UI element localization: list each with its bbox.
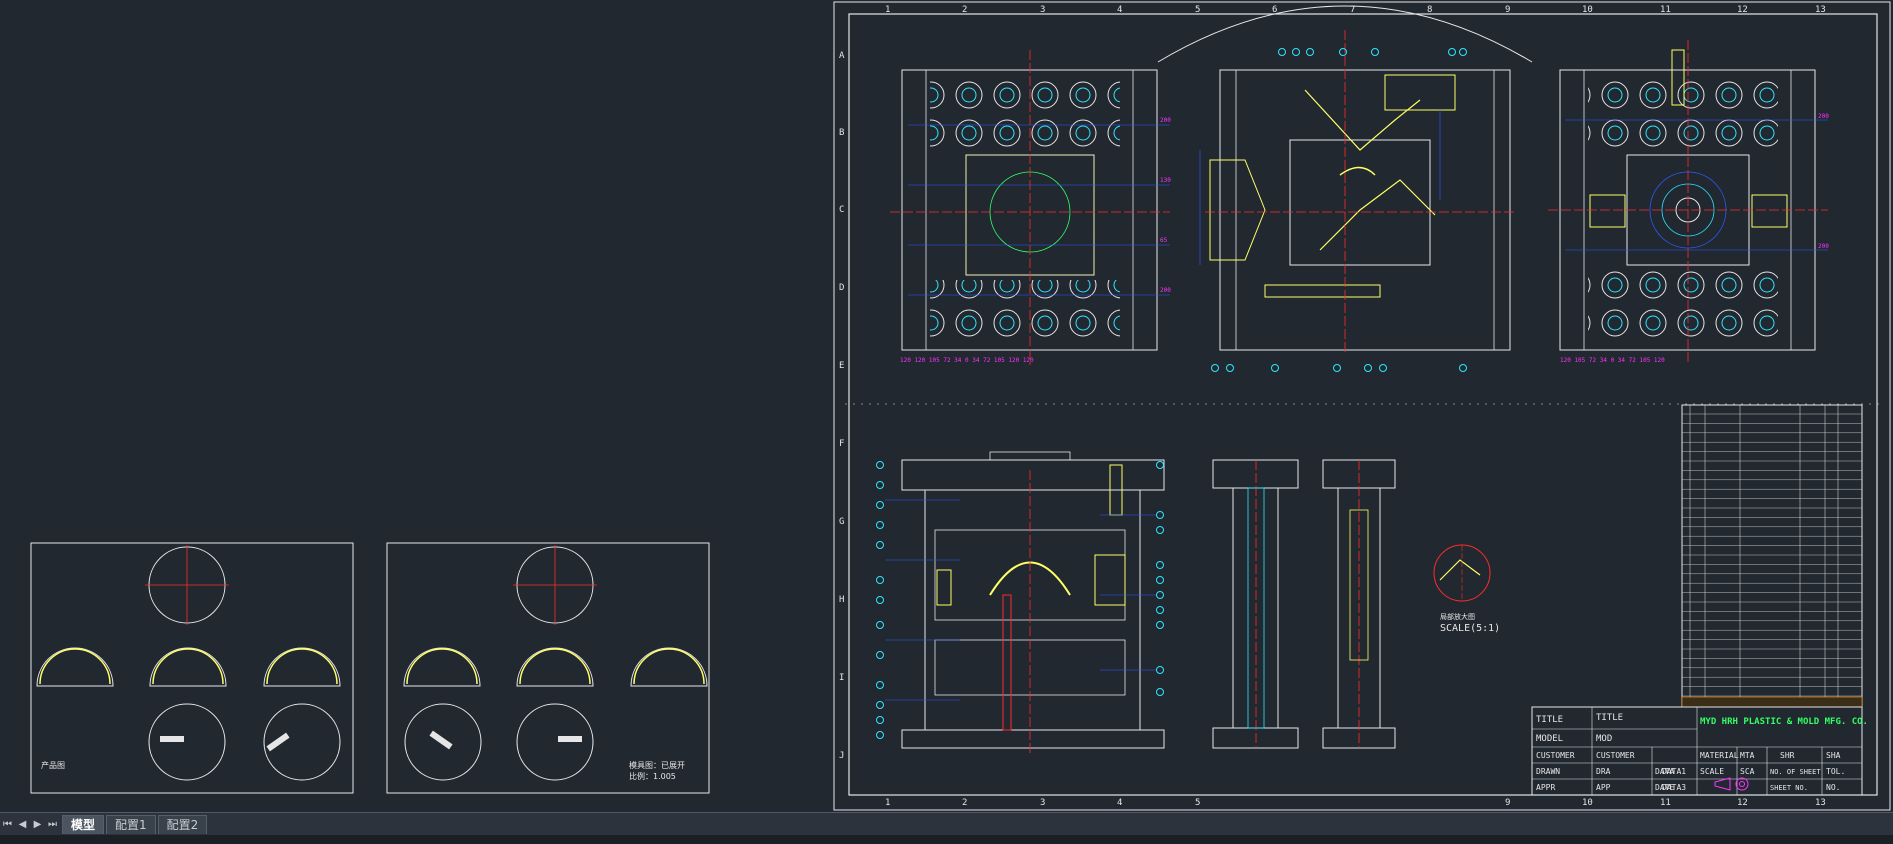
scale-label: SCALE: [1700, 767, 1724, 776]
svg-text:130: 130: [1160, 177, 1171, 184]
svg-text:4: 4: [1117, 798, 1122, 808]
detail-label: 局部放大图: [1440, 612, 1475, 621]
layout-tab-bar: ⏮ ◀ ▶ ⏭ 模型 配置1 配置2: [0, 812, 1893, 835]
svg-text:3: 3: [1040, 5, 1045, 15]
approved-label: APPR: [1536, 783, 1555, 792]
svg-text:1: 1: [885, 798, 890, 808]
svg-text:E: E: [839, 361, 844, 371]
preview-right-label: 模具图：已展开: [629, 760, 685, 770]
shrink-label: SHR: [1780, 751, 1795, 760]
svg-text:65: 65: [1160, 237, 1168, 244]
tol-value: TOL.: [1826, 767, 1845, 776]
tab-layout1[interactable]: 配置1: [106, 814, 156, 834]
mold-section-view[interactable]: [1199, 30, 1515, 372]
sheet-no-label: SHEET NO.: [1770, 784, 1808, 792]
date2-value: DATA3: [1662, 783, 1686, 792]
svg-text:9: 9: [1505, 798, 1510, 808]
svg-text:5: 5: [1195, 5, 1200, 15]
last-layout-icon[interactable]: ⏭: [48, 818, 57, 830]
customer-label: CUSTOMER: [1536, 751, 1575, 760]
svg-text:10: 10: [1582, 798, 1593, 808]
svg-text:D: D: [839, 283, 844, 293]
svg-text:200: 200: [1818, 243, 1829, 250]
svg-text:12: 12: [1737, 798, 1748, 808]
border-row-labels: A B C D E F G H I J: [839, 51, 845, 761]
svg-text:C: C: [839, 205, 844, 215]
product-preview-panel[interactable]: 产品图: [30, 542, 354, 794]
svg-text:4: 4: [1117, 5, 1122, 15]
scale-value: SCA: [1740, 767, 1755, 776]
tab-model[interactable]: 模型: [62, 814, 105, 834]
tab-layout2[interactable]: 配置2: [157, 814, 208, 834]
svg-text:1: 1: [885, 5, 890, 15]
svg-text:200: 200: [1160, 287, 1171, 294]
svg-text:13: 13: [1815, 798, 1826, 808]
no-value: NO.: [1826, 783, 1840, 792]
model-value: MOD: [1596, 734, 1612, 744]
svg-text:I: I: [839, 673, 844, 683]
end-elevation-views[interactable]: [1212, 459, 1396, 749]
svg-text:J: J: [839, 751, 844, 761]
shrink-value: SHA: [1826, 751, 1841, 760]
customer-value: CUSTOMER: [1596, 751, 1635, 760]
svg-text:3: 3: [1040, 798, 1045, 808]
svg-text:2: 2: [962, 798, 967, 808]
title-value: TITLE: [1596, 713, 1623, 723]
svg-text:H: H: [839, 595, 844, 605]
title-block[interactable]: TITLE TITLE MODEL MOD CUSTOMER CUSTOMER …: [1531, 706, 1868, 796]
svg-text:120 120 105 72 34 0 34 72 105: 120 120 105 72 34 0 34 72 105 120 120: [900, 357, 1034, 364]
svg-text:12: 12: [1737, 5, 1748, 15]
date2-label: DATE: [1655, 783, 1674, 792]
svg-text:5: 5: [1195, 798, 1200, 808]
preview-left-label: 产品图: [41, 760, 65, 770]
border-column-labels: 1 2 3 4 5 6 7 8 9 10 11 12 13: [885, 5, 1826, 15]
bill-of-materials-table[interactable]: [1681, 404, 1863, 708]
mold-preview-panel[interactable]: 模具图：已展开 比例：1.005: [386, 542, 710, 794]
first-layout-icon[interactable]: ⏮: [3, 818, 12, 830]
date-value: DATA1: [1662, 767, 1686, 776]
mold-side-elevation-view[interactable]: [876, 451, 1165, 755]
svg-text:7: 7: [1350, 5, 1355, 15]
svg-text:11: 11: [1660, 5, 1671, 15]
svg-text:A: A: [839, 51, 845, 61]
detail-view[interactable]: 局部放大图 SCALE(5:1): [1433, 544, 1500, 634]
svg-text:F: F: [839, 439, 844, 449]
drawn-value: DRA: [1596, 767, 1611, 776]
projection-symbol-icon: [1714, 777, 1749, 791]
cavity-plate-plan-view[interactable]: 120 105 72 34 0 34 72 105 120 200 200: [1548, 40, 1829, 365]
svg-text:G: G: [839, 517, 844, 527]
core-plate-plan-view[interactable]: 120 120 105 72 34 0 34 72 105 120 120 20…: [890, 50, 1171, 365]
sheet-label: NO. OF SHEET: [1770, 768, 1821, 776]
border-column-labels-bottom: 1 2 3 4 5 9 10 11 12 13: [885, 798, 1826, 808]
model-label: MODEL: [1536, 734, 1563, 744]
drawing-frame: [833, 1, 1891, 811]
svg-text:2: 2: [962, 5, 967, 15]
svg-text:6: 6: [1272, 5, 1277, 15]
svg-text:11: 11: [1660, 798, 1671, 808]
detail-scale: SCALE(5:1): [1440, 623, 1500, 634]
company-name: MYD HRH PLASTIC & MOLD MFG. CO.: [1700, 717, 1868, 727]
next-layout-icon[interactable]: ▶: [33, 818, 42, 830]
cad-model-space[interactable]: 1 2 3 4 5 6 7 8 9 10 11 12 13 1 2 3 4 5 …: [0, 0, 1893, 812]
material-label: MATERIAL: [1700, 751, 1739, 760]
svg-text:200: 200: [1818, 113, 1829, 120]
material-value: MTA: [1740, 751, 1755, 760]
drawn-label: DRAWN: [1536, 767, 1560, 776]
prev-layout-icon[interactable]: ◀: [18, 818, 27, 830]
svg-text:9: 9: [1505, 5, 1510, 15]
svg-text:120 105 72 34 0 34 72 105 120: 120 105 72 34 0 34 72 105 120: [1560, 357, 1665, 364]
status-bar: [0, 835, 1893, 844]
svg-text:200: 200: [1160, 117, 1171, 124]
svg-text:13: 13: [1815, 5, 1826, 15]
svg-text:B: B: [839, 128, 844, 138]
date-label: DATA: [1655, 767, 1674, 776]
svg-text:10: 10: [1582, 5, 1593, 15]
svg-text:8: 8: [1427, 5, 1432, 15]
approved-value: APP: [1596, 783, 1611, 792]
preview-right-scale: 比例：1.005: [629, 771, 676, 781]
title-label: TITLE: [1536, 715, 1563, 725]
